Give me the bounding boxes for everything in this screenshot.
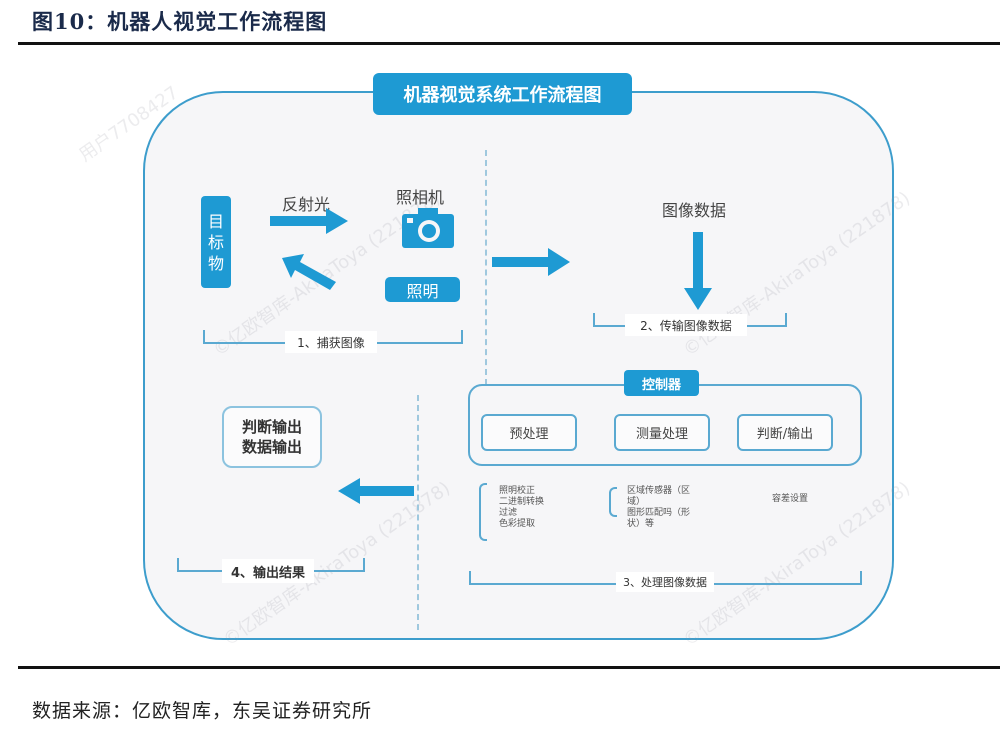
measure-box: 测量处理	[614, 414, 710, 451]
reflected-light-label: 反射光	[282, 195, 331, 214]
diagram-panel	[143, 91, 894, 640]
output-line: 数据输出	[241, 438, 302, 456]
target-char: 物	[207, 253, 224, 273]
step1-caption: 1、捕获图像	[285, 331, 377, 353]
arrow-up-left-icon	[282, 254, 336, 290]
figure-title: 图10：机器人视觉工作流程图	[32, 9, 328, 34]
preprocess-box: 预处理	[481, 414, 577, 451]
controller-title: 控制器	[624, 370, 699, 396]
step2-caption: 2、传输图像数据	[625, 314, 747, 336]
lighting-box: 照明	[385, 277, 460, 302]
camera-icon	[402, 208, 454, 248]
arrow-right-icon	[270, 208, 348, 234]
image-data-label: 图像数据	[662, 201, 727, 220]
top-rule	[18, 42, 1000, 45]
preprocess-item: 二进制转换	[499, 497, 545, 507]
target-object: 目 标 物	[201, 196, 231, 288]
target-char: 标	[207, 232, 224, 252]
preprocess-item: 色彩提取	[499, 519, 536, 529]
measure-item: 区域传感器（区	[627, 486, 691, 496]
judge-item: 容差设置	[772, 494, 809, 504]
preprocess-item: 照明校正	[499, 486, 536, 496]
diagram-header: 机器视觉系统工作流程图	[373, 73, 632, 115]
measure-brace	[609, 487, 617, 517]
divider-bottom	[417, 395, 419, 630]
judge-output-box: 判断/输出	[737, 414, 833, 451]
measure-item: 状）等	[627, 519, 655, 529]
judge-items: 容差设置	[772, 494, 808, 505]
preprocess-items: 照明校正 二进制转换 过滤 色彩提取	[499, 486, 544, 530]
measure-items: 区域传感器（区 域） 图形匹配吗（形 状）等	[627, 486, 690, 530]
camera-label: 照相机	[396, 188, 445, 207]
figure-source: 数据来源：亿欧智库，东吴证券研究所	[32, 700, 373, 722]
step3-caption: 3、处理图像数据	[616, 572, 714, 592]
arrow-left-icon	[338, 478, 414, 504]
measure-item: 图形匹配吗（形	[627, 508, 691, 518]
step4-caption: 4、输出结果	[222, 559, 314, 583]
output-box: 判断输出 数据输出	[222, 406, 322, 468]
target-char: 目	[207, 211, 224, 231]
preprocess-item: 过滤	[499, 508, 518, 518]
preprocess-brace	[479, 483, 487, 541]
divider-top	[485, 150, 487, 385]
arrow-right-icon	[492, 248, 570, 276]
arrow-down-icon	[684, 232, 712, 310]
measure-item: 域）	[627, 497, 646, 507]
output-line: 判断输出	[241, 418, 302, 436]
bottom-rule	[18, 666, 1000, 669]
